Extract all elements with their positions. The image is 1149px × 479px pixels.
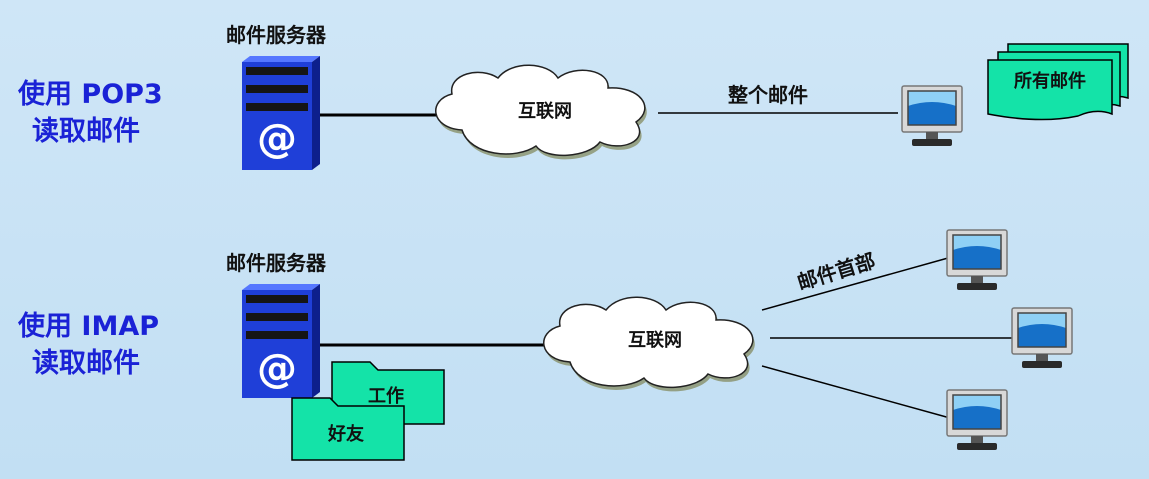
imap-client3-link (761, 365, 951, 419)
pop3-cloud-label: 互联网 (518, 101, 572, 122)
pop3-title-line2: 读取邮件 (32, 116, 140, 147)
pop3-server-label: 邮件服务器 (226, 23, 327, 47)
pop3-link-label: 整个邮件 (727, 83, 808, 107)
imap-folder-friends-label: 好友 (327, 423, 364, 445)
imap-at-icon: @ (257, 346, 297, 392)
imap-folder-friends-icon (291, 397, 405, 461)
pop3-title-line1: 使用 POP3 (17, 79, 163, 110)
imap-internet-cloud-icon (543, 296, 754, 389)
pop3-cloud-shape (435, 64, 646, 157)
imap-title-line2: 读取邮件 (32, 348, 140, 379)
imap-cloud-label: 互联网 (628, 330, 682, 351)
imap-client1-monitor-icon (946, 229, 1008, 291)
imap-mail-server-icon: @ (242, 284, 320, 398)
imap-folder-work-label: 工作 (368, 385, 404, 407)
pop3-at-icon: @ (257, 116, 297, 162)
imap-link-label: 邮件首部 (794, 248, 878, 294)
imap-client3-monitor-icon (946, 389, 1008, 451)
imap-title-line1: 使用 IMAP (17, 311, 159, 342)
pop3-client-monitor-icon (901, 85, 963, 147)
imap-client1-link (761, 257, 949, 311)
pop3-documents-icon (987, 43, 1129, 121)
imap-server-label: 邮件服务器 (226, 251, 327, 275)
pop3-mail-server-icon: @ (242, 56, 320, 170)
pop3-doc-label: 所有邮件 (1014, 70, 1086, 92)
imap-client2-monitor-icon (1011, 307, 1073, 369)
